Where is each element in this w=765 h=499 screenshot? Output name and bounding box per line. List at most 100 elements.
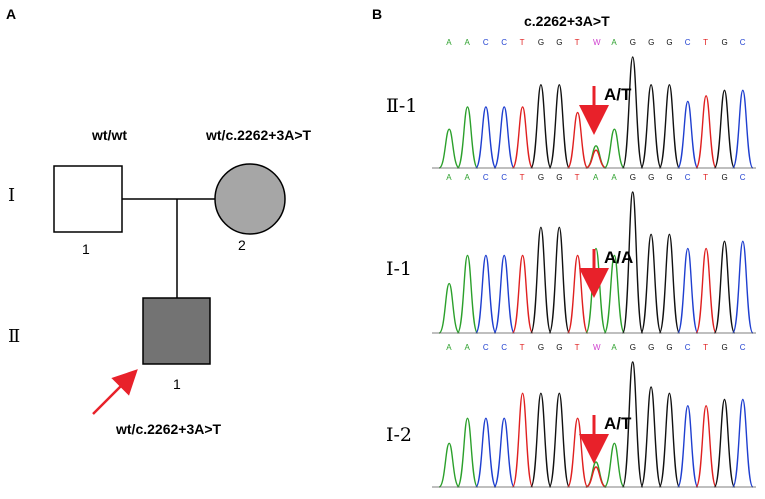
peak: [530, 226, 552, 334]
base-call: A: [611, 38, 617, 47]
peak: [677, 405, 699, 488]
peak: [493, 417, 515, 488]
allele-label: A/A: [604, 248, 633, 267]
peak: [511, 106, 534, 169]
base-call: G: [630, 343, 636, 352]
peak: [658, 392, 681, 488]
peak: [475, 254, 497, 334]
base-call: T: [520, 343, 525, 352]
base-call: G: [556, 343, 562, 352]
peak: [713, 240, 736, 334]
peak: [511, 392, 534, 488]
allele-label: A/T: [604, 414, 632, 433]
peak: [438, 282, 460, 334]
peak: [548, 392, 571, 488]
peak: [566, 254, 589, 334]
peak: [603, 442, 626, 488]
peak: [603, 254, 626, 334]
base-call: A: [465, 173, 471, 182]
peak: [603, 128, 626, 169]
peak: [640, 84, 662, 169]
base-call: T: [703, 173, 708, 182]
proband-number: 1: [173, 376, 181, 392]
peak: [585, 466, 607, 488]
base-call: G: [666, 38, 672, 47]
mutation-title: c.2262+3A>T: [524, 13, 610, 29]
peak: [438, 442, 460, 488]
base-call: T: [575, 343, 580, 352]
base-call: G: [556, 173, 562, 182]
base-call: G: [722, 343, 728, 352]
base-call: T: [520, 38, 525, 47]
base-call: C: [501, 38, 507, 47]
peak: [677, 100, 699, 169]
peak: [548, 84, 571, 169]
base-call: G: [538, 173, 544, 182]
peak: [713, 398, 736, 488]
base-call: G: [648, 173, 654, 182]
base-call: C: [740, 343, 746, 352]
peak: [530, 84, 552, 169]
panel-b-label: B: [372, 6, 383, 22]
peak: [566, 417, 589, 488]
peak: [585, 149, 607, 169]
base-call: A: [611, 343, 617, 352]
base-call: T: [703, 343, 708, 352]
base-call: A: [465, 38, 471, 47]
allele-label: A/T: [604, 85, 632, 104]
base-call: G: [722, 173, 728, 182]
base-call: G: [630, 173, 636, 182]
peak: [695, 405, 717, 488]
pedigree: wt/wt wt/c.2262+3A>T Ⅰ Ⅱ 1 2 1 wt/c.2262…: [8, 127, 312, 437]
base-call: W: [593, 343, 601, 352]
proband-arrow: [92, 369, 138, 415]
base-call: C: [685, 173, 691, 182]
generation-1-label: Ⅰ: [8, 185, 15, 206]
base-call: G: [648, 38, 654, 47]
father-square: [53, 165, 123, 233]
peak: [695, 95, 717, 169]
base-call: C: [501, 173, 507, 182]
base-call: T: [520, 173, 525, 182]
mother-genotype: wt/c.2262+3A>T: [205, 127, 312, 143]
base-call: G: [666, 173, 672, 182]
base-call: C: [483, 38, 489, 47]
peak: [732, 398, 754, 488]
peak: [732, 89, 754, 169]
base-call: G: [556, 38, 562, 47]
peak: [677, 247, 699, 334]
peak: [621, 191, 644, 334]
peak: [640, 386, 662, 488]
peak: [566, 111, 589, 169]
peak: [456, 417, 479, 488]
base-call: G: [630, 38, 636, 47]
base-call: G: [666, 343, 672, 352]
peak: [548, 226, 571, 334]
peak: [640, 233, 662, 334]
base-call: A: [593, 173, 599, 182]
sample-label: Ⅰ-1: [386, 258, 412, 280]
mother-circle: [214, 163, 286, 235]
peak: [530, 392, 552, 488]
sample-label: Ⅰ-2: [386, 424, 412, 446]
base-call: C: [685, 38, 691, 47]
base-call: A: [446, 173, 452, 182]
peak: [658, 84, 681, 169]
base-call: C: [501, 343, 507, 352]
peak: [493, 254, 515, 334]
peak: [475, 417, 497, 488]
base-call: C: [740, 173, 746, 182]
base-call: W: [593, 38, 601, 47]
base-call: G: [722, 38, 728, 47]
base-call: A: [446, 343, 452, 352]
peak: [695, 247, 717, 334]
base-call: G: [538, 38, 544, 47]
peak: [658, 233, 681, 334]
base-call: A: [465, 343, 471, 352]
base-call: T: [703, 38, 708, 47]
base-call: C: [685, 343, 691, 352]
